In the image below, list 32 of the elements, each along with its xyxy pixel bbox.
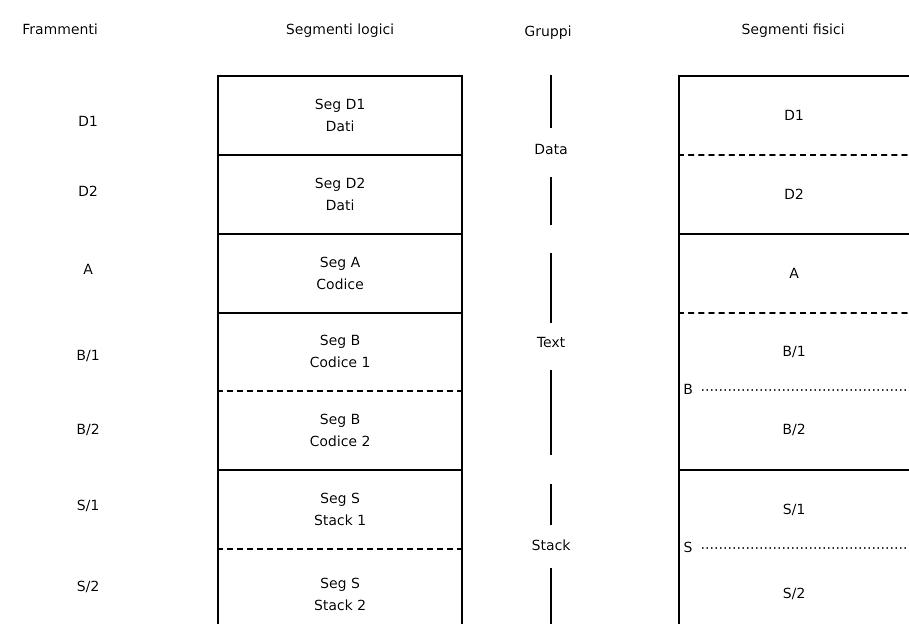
- logical-segment-row: [217, 75, 463, 154]
- segment-name: B/2: [782, 420, 806, 440]
- physical-segment-row: [678, 75, 909, 154]
- segment-type: Stack 1: [314, 512, 366, 530]
- segment-type: Stack 2: [314, 597, 366, 616]
- segment-type: Codice 2: [310, 432, 370, 452]
- physical-segment-row: [678, 154, 909, 233]
- logical-segment-row: [217, 312, 463, 390]
- segment-name: D1: [784, 106, 804, 126]
- segment-name: D2: [784, 186, 804, 204]
- segment-type: Dati: [326, 118, 354, 136]
- segment-name: Seg B: [320, 332, 360, 351]
- logical-segment-row: [217, 154, 463, 233]
- segment-name: Seg D2: [314, 174, 366, 194]
- segment-type: Dati: [326, 196, 354, 216]
- logical-segment-row: [217, 390, 463, 469]
- segment-name: Seg S: [320, 575, 360, 594]
- logical-segment-row: [217, 233, 463, 312]
- segment-name: Seg S: [320, 490, 360, 508]
- segment-name: S/2: [782, 585, 806, 604]
- segment-type: Codice 1: [310, 354, 370, 373]
- segment-name: S/1: [782, 500, 806, 520]
- physical-segment-row: [678, 233, 909, 312]
- segment-name: A: [789, 264, 799, 284]
- segment-name: B/1: [782, 343, 806, 362]
- segment-name: Seg D1: [314, 96, 366, 114]
- segment-type: Codice: [316, 276, 364, 294]
- logical-segment-row: [217, 469, 463, 548]
- segment-name: Seg B: [320, 410, 360, 430]
- column-heading: Segmenti fisici: [740, 22, 846, 38]
- logical-segment-row: [217, 548, 463, 624]
- segment-name: Seg A: [320, 254, 360, 272]
